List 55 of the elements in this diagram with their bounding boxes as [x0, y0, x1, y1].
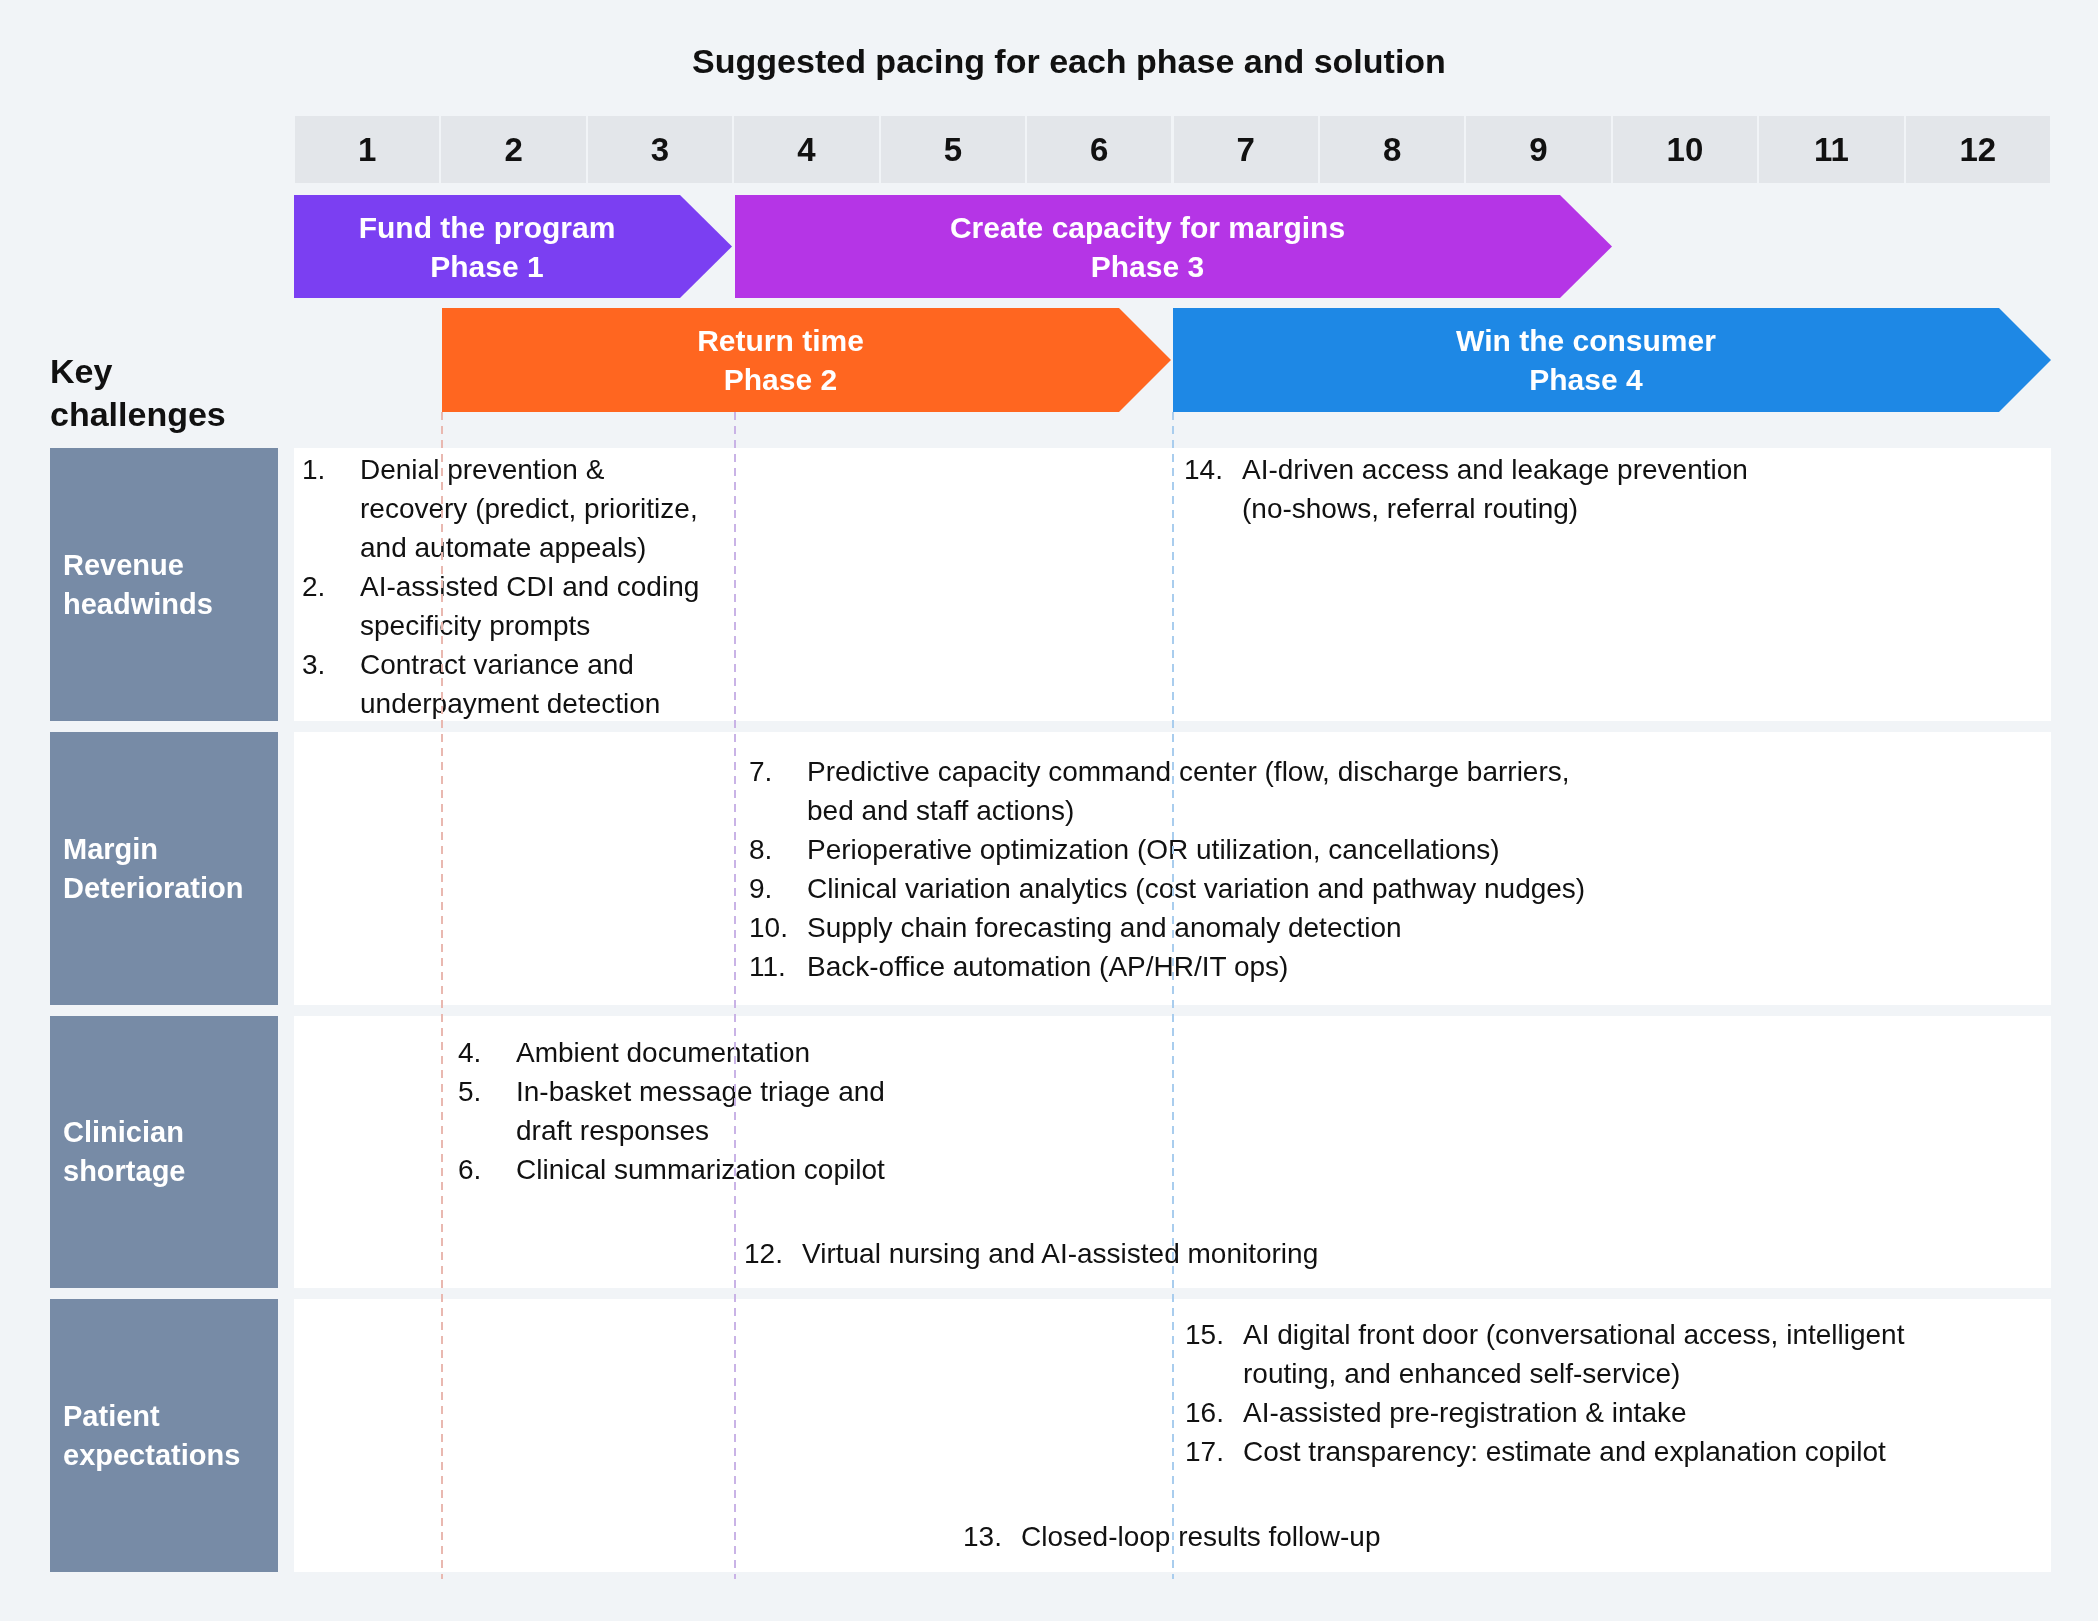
phase-title: Fund the program [358, 209, 616, 246]
month-header-cell: 7 [1173, 116, 1318, 183]
phase-banner [1173, 308, 2051, 412]
phase-label: Phase 3 [1090, 248, 1205, 285]
month-header-cell: 4 [734, 116, 879, 183]
row-header-box [50, 1299, 278, 1572]
list-item: 12. Virtual nursing and AI-assisted monitoring [744, 1237, 1320, 1271]
row-heading: Margin Deterioration [62, 831, 245, 906]
month-header-cell: 5 [880, 116, 1026, 183]
row-heading: Revenue headwinds [62, 547, 214, 622]
list-item: 14. AI-driven access and leakage prevention (no-shows, referral routing) [1184, 453, 1749, 526]
list-item: 2. AI-assisted CDI and coding specificity prompts [302, 570, 701, 643]
list-item: 9. Clinical variation analytics (cost variation and pathway nudges) [749, 872, 1587, 906]
column-heading: Key challenges [50, 351, 227, 435]
row-band [294, 732, 2051, 1005]
phase-title: Win the consumer [1456, 323, 1716, 359]
list-item: 1. Denial prevention & recovery (predict, prioritize, and automate appeals) [302, 453, 699, 565]
phase-banner [735, 195, 1612, 298]
list-item: 4. Ambient documentation [458, 1036, 812, 1070]
phase-label: Phase 1 [430, 248, 544, 285]
row-band [294, 448, 2051, 721]
list-item: 17. Cost transparency: estimate and explanation copilot [1185, 1435, 1887, 1469]
month-header-cell: 11 [1759, 116, 1904, 183]
phase-title: Create capacity for margins [949, 209, 1346, 246]
month-header-cell: 8 [1319, 116, 1465, 183]
phase-title: Return time [697, 323, 864, 359]
list-item: 16. AI-assisted pre-registration & intake [1185, 1396, 1688, 1430]
phase-label: Phase 2 [723, 362, 838, 398]
row-band [294, 1299, 2051, 1572]
month-header-cell: 10 [1612, 116, 1758, 183]
row-heading: Clinician shortage [62, 1115, 187, 1189]
list-item: 6. Clinical summarization copilot [458, 1153, 886, 1187]
phase-banner [442, 308, 1171, 412]
list-item: 7. Predictive capacity command center (flow, discharge barriers, bed and staff actions) [749, 755, 1571, 828]
row-header-box [50, 732, 278, 1005]
list-item: 11. Back-office automation (AP/HR/IT ops) [749, 950, 1290, 984]
chart-title: Suggested pacing for each phase and solution [691, 42, 1447, 81]
month-header-cell: 12 [1905, 116, 2050, 183]
month-header-cell: 9 [1466, 116, 1611, 183]
row-heading: Patient expectations [62, 1398, 242, 1473]
month-header-cell: 3 [587, 116, 733, 183]
month-header-cell: 6 [1027, 116, 1172, 183]
list-item: 8. Perioperative optimization (OR utilization, cancellations) [749, 833, 1501, 867]
month-header-cell: 1 [295, 116, 440, 183]
list-item: 3. Contract variance and underpayment detection [302, 648, 662, 721]
row-band [294, 1016, 2051, 1288]
row-header-box [50, 1016, 278, 1288]
row-header-box [50, 448, 278, 721]
list-item: 15. AI digital front door (conversational access, intelligent routing, and enhanced self-service) [1185, 1318, 1906, 1391]
list-item: 13. Closed-loop results follow-up [963, 1520, 1382, 1554]
phase-label: Phase 4 [1529, 362, 1643, 398]
list-item: 10. Supply chain forecasting and anomaly detection [749, 911, 1403, 945]
month-header-cell: 2 [441, 116, 586, 183]
phase-banner [294, 195, 732, 298]
list-item: 5. In-basket message triage and draft responses [458, 1075, 886, 1148]
